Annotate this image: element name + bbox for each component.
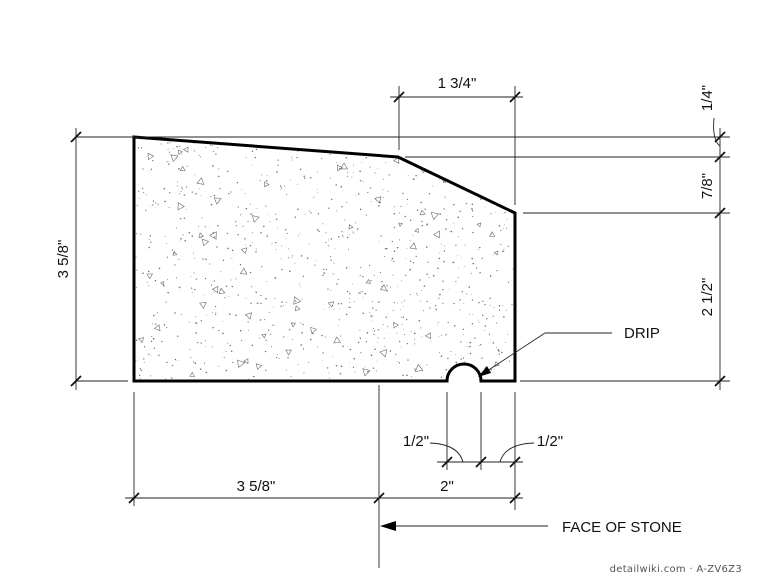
stone-hatch-pattern [135, 137, 513, 381]
dimension-total-height: 3 5/8" [55, 128, 128, 390]
drip-callout: DRIP [478, 325, 660, 377]
dimension-top-run: 1 3/4" [390, 75, 523, 205]
face-of-stone-callout: FACE OF STONE [378, 385, 682, 568]
dimension-right-chain: 1/4" 7/8" 2 1/2" [76, 85, 730, 390]
dimension-overhang-label: 2" [440, 478, 454, 495]
dimension-right-height-label: 2 1/2" [699, 278, 716, 317]
dimension-top-rise-label: 1/4" [699, 85, 716, 111]
dimension-drip-offset-left-label: 1/2" [403, 433, 429, 450]
dimension-drip-offset-right-label: 1/2" [537, 433, 563, 450]
credit-text: detailwiki.com · A-ZV6Z3 [610, 564, 742, 575]
dimension-top-run-label: 1 3/4" [438, 75, 477, 92]
dimension-total-height-label: 3 5/8" [55, 240, 72, 279]
drip-label: DRIP [624, 325, 660, 342]
dimension-drip-offsets: 1/2" 1/2" [403, 392, 563, 470]
face-of-stone-label: FACE OF STONE [562, 519, 682, 536]
dimension-slope-rise-label: 7/8" [699, 173, 716, 199]
dimension-bottom-length-label: 3 5/8" [237, 478, 276, 495]
dimension-bottom-chain: 3 5/8" 2" [125, 392, 523, 510]
stone-profile-outline [132, 135, 517, 383]
